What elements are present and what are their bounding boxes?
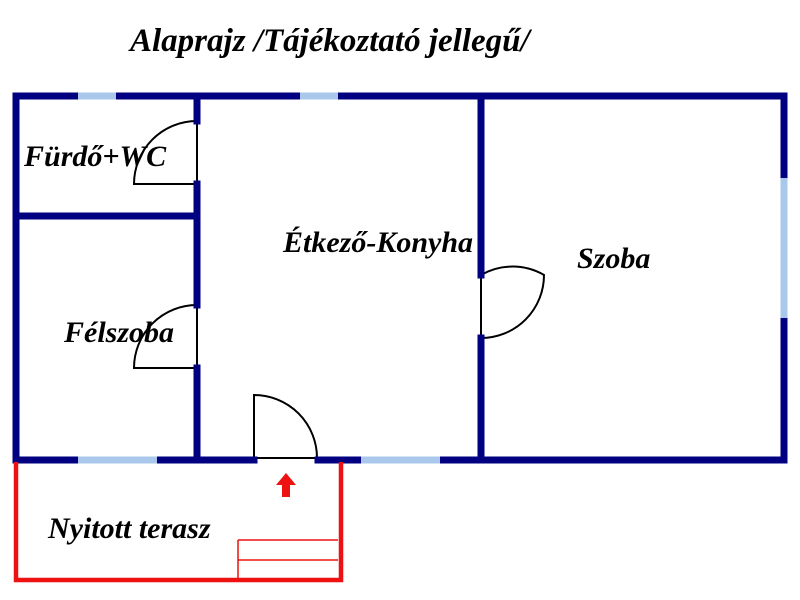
- bathroom-door: [132, 119, 198, 185]
- room-label-room: Szoba: [577, 242, 650, 275]
- entrance-door: [253, 393, 319, 459]
- room-label-terrace: Nyitott terasz: [47, 512, 211, 545]
- terrace-outline: [13, 462, 344, 583]
- room-label-kitchen: Étkező-Konyha: [282, 226, 473, 259]
- terrace-steps: [237, 539, 338, 578]
- doors: [132, 119, 546, 459]
- half-room-door: [132, 303, 198, 369]
- room-label-bathroom: Fürdő+WC: [23, 140, 167, 173]
- terrace: [13, 462, 344, 583]
- windows: [78, 92, 788, 464]
- plan-title: Alaprajz /Tájékoztató jellegű/: [128, 23, 533, 59]
- room-label-half-room: Félszoba: [63, 316, 174, 349]
- room-door: [480, 265, 546, 340]
- arrow-up-icon: [276, 473, 296, 497]
